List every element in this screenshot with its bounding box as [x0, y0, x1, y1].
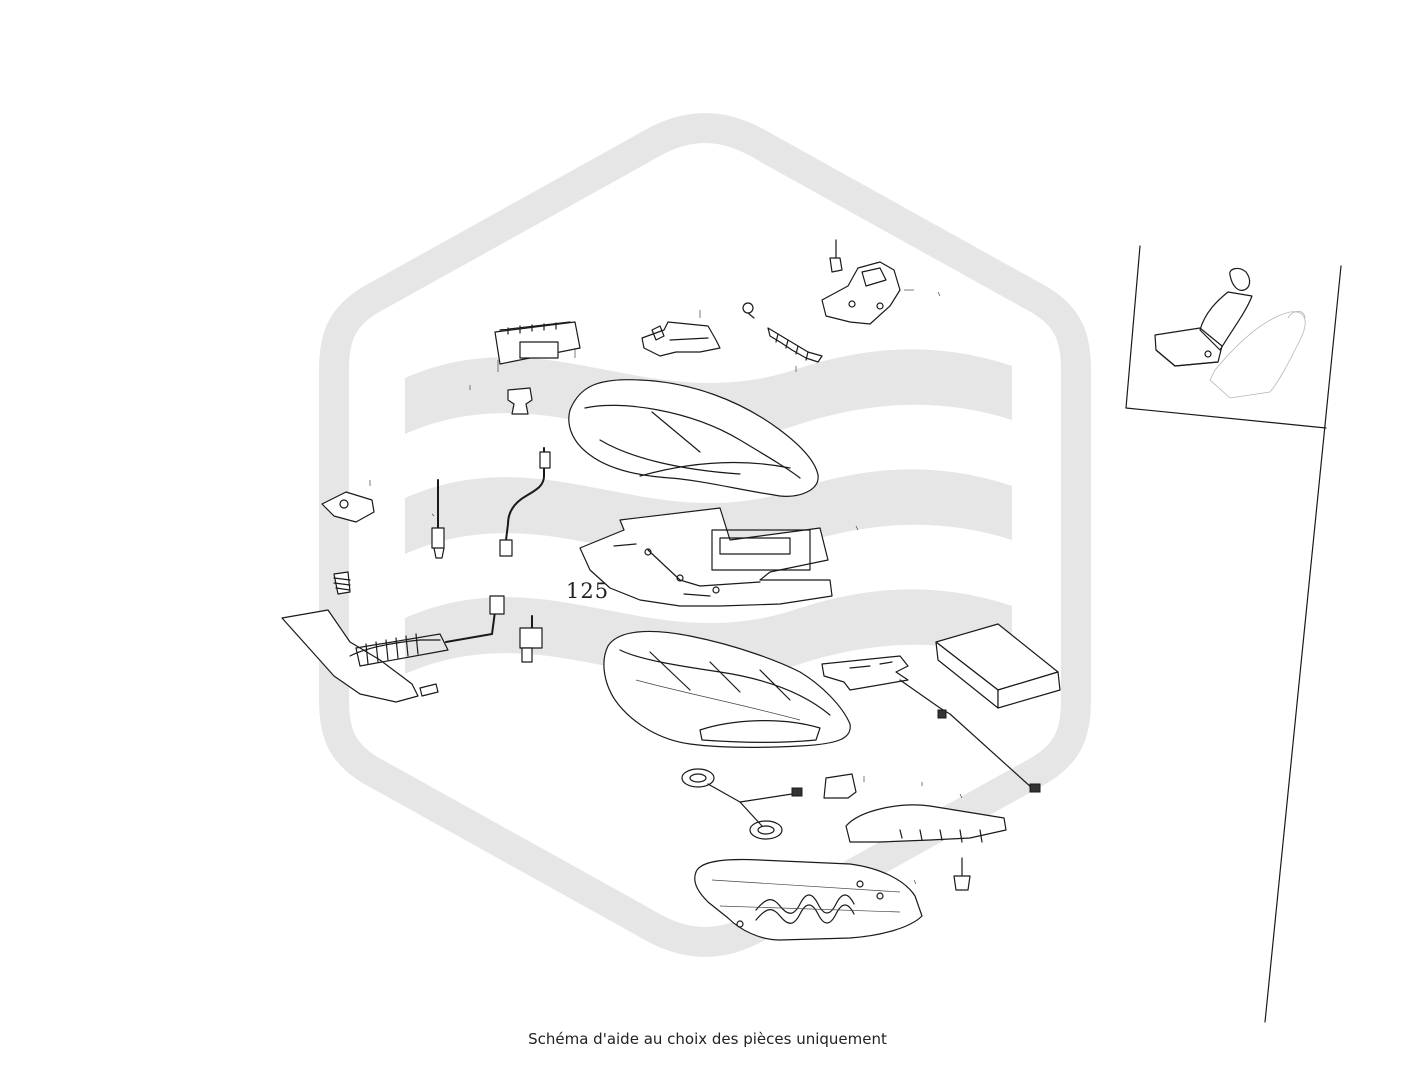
seat-pan-frame [694, 858, 923, 941]
connector-cover [823, 773, 865, 799]
wire-clip [321, 480, 375, 523]
push-rivet [913, 857, 971, 891]
spring-screw [333, 571, 351, 595]
side-trim-panel [845, 782, 1007, 843]
hinge-bracket [821, 239, 941, 325]
occupancy-sensor-mat [821, 655, 1041, 793]
cable-connector-upper [499, 447, 551, 557]
connector-shield [507, 387, 533, 415]
diagram-caption: Schéma d'aide au choix des pièces unique… [528, 1030, 887, 1048]
seat-control-module [469, 321, 581, 390]
seat-thumbnail-panel [1125, 245, 1342, 1023]
seat-cover-upper [568, 379, 819, 497]
release-pin [431, 479, 445, 559]
bracket-clip-1 [641, 310, 721, 357]
seat-foam-cushion [603, 630, 851, 748]
clip-strip [742, 302, 823, 372]
foam-pad-block [935, 623, 1061, 709]
callout-125: 125 [566, 579, 609, 603]
seat-thumbnail-icon [1154, 267, 1306, 399]
heating-pad [579, 507, 859, 607]
connector-plug-small [519, 615, 543, 663]
harness-grommets [681, 768, 803, 840]
seat-release-lever [281, 595, 505, 703]
